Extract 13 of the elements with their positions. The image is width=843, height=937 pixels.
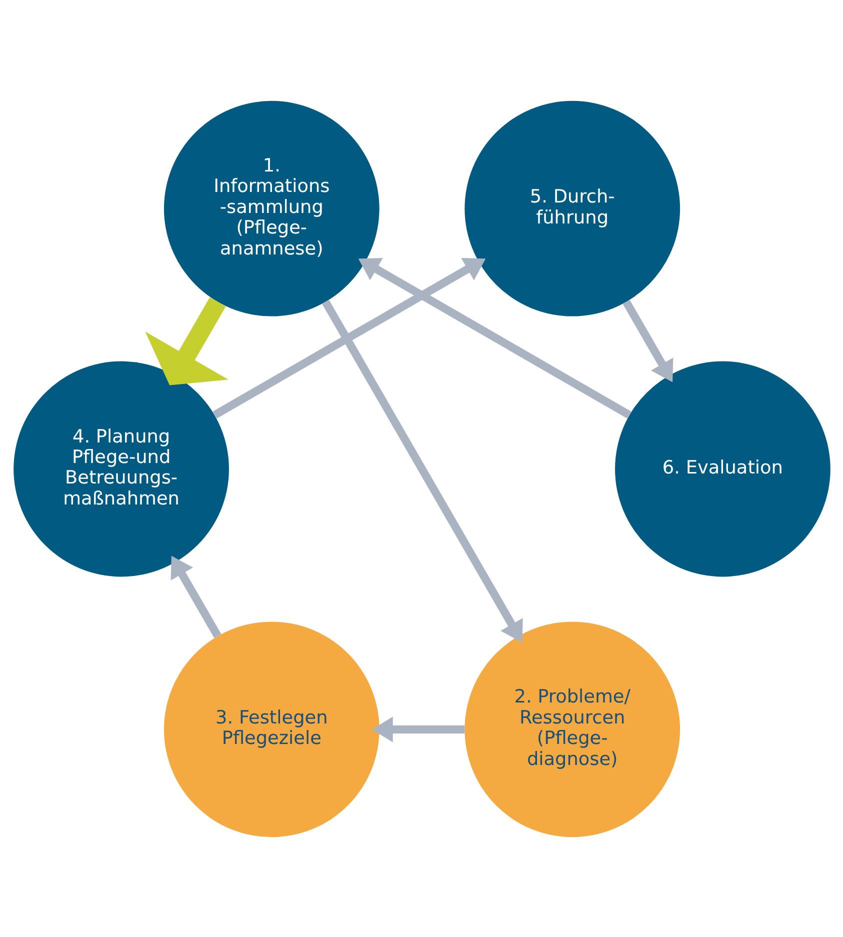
arrow	[622, 299, 673, 382]
node-circle: 4. Planung Pflege-und Betreuungs- maßnahmen	[13, 360, 228, 576]
arrow	[170, 555, 221, 638]
node-circle: 3. Festlegen Pflegeziele	[163, 621, 379, 837]
node-circle: 2. Probleme/ Ressourcen (Pflege- diagnose)	[464, 621, 680, 837]
arrow	[322, 299, 522, 642]
arrow	[144, 296, 228, 385]
arrow	[212, 257, 486, 418]
arrow	[358, 257, 631, 418]
node-circle: 5. Durch- führung	[464, 100, 680, 316]
node-circle: 6. Evaluation	[614, 360, 830, 576]
node-circle: 1. Informations -sammlung (Pflege- anamnese)	[163, 100, 379, 316]
arrow	[371, 716, 464, 742]
